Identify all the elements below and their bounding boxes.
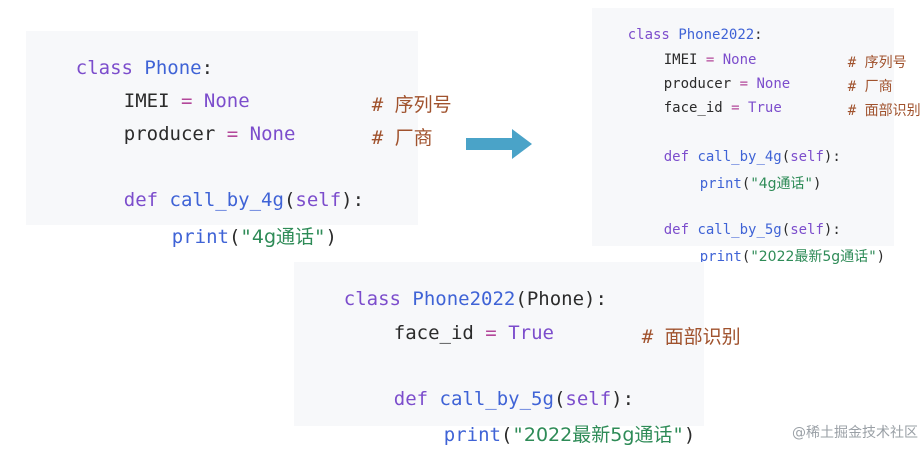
keyword-class: class: [75, 57, 133, 79]
code-comment: # 序列号: [371, 94, 452, 116]
method-name: call_by_4g: [169, 189, 284, 211]
right-arrow-icon: [466, 129, 532, 159]
code-comment: # 面部识别: [641, 326, 741, 348]
attr-name: producer: [123, 123, 216, 145]
code-line: def call_by_5g(self):: [393, 388, 635, 410]
code-line: face_id = True: [663, 100, 782, 116]
code-panel-phone: class Phone: IMEI = None # 序列号 producer …: [26, 31, 452, 248]
code-line: producer = None: [663, 76, 791, 92]
code-comment: # 厂商: [371, 127, 433, 149]
code-panel-phone2022-result: class Phone2022: IMEI = None # 序列号 produ…: [592, 8, 921, 265]
code-line: IMEI = None: [123, 90, 250, 112]
code-comment: # 厂商: [847, 79, 893, 95]
code-line: producer = None: [123, 123, 296, 145]
code-line: print("4g通话"): [699, 176, 822, 192]
code-line: def call_by_4g(self):: [663, 149, 841, 165]
attr-name: IMEI: [123, 90, 170, 112]
parent-class: Phone: [526, 288, 585, 310]
code-line: print("2022最新5g通话"): [443, 424, 696, 446]
code-panel-phone2022-subclass: class Phone2022(Phone): face_id = True #…: [294, 262, 741, 446]
code-line: print("2022最新5g通话"): [699, 249, 886, 265]
code-line: def call_by_4g(self):: [123, 189, 365, 211]
class-name: Phone2022: [678, 27, 755, 43]
code-line: print("4g通话"): [171, 226, 337, 248]
watermark: @稀土掘金技术社区: [792, 425, 918, 441]
class-name: Phone: [144, 57, 202, 79]
code-line: face_id = True: [393, 322, 554, 344]
code-line: IMEI = None: [663, 52, 757, 68]
code-comment: # 面部识别: [847, 103, 921, 119]
code-line: class Phone:: [75, 57, 214, 79]
code-comment: # 序列号: [847, 55, 907, 71]
code-line: class Phone2022:: [627, 27, 763, 43]
code-line: class Phone2022(Phone):: [343, 288, 607, 310]
class-name: Phone2022: [412, 288, 516, 310]
code-line: def call_by_5g(self):: [663, 222, 841, 238]
